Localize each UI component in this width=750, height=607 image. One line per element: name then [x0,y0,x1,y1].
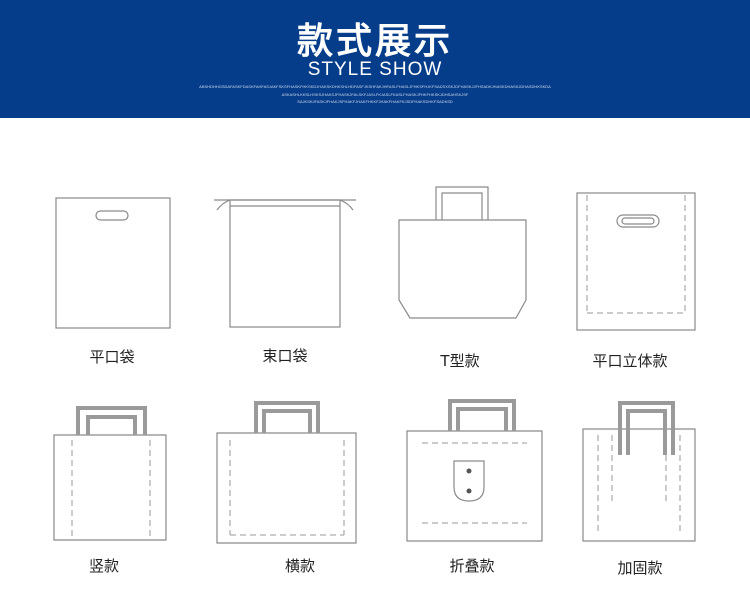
style-label-drawstring-bag: 束口袋 [262,347,308,365]
style-label-reinforced-bag: 加固款 [617,559,663,577]
decorative-text-line-3: SAJKSKJFASKJFHAKJSFHAKFJHAKFHKKFJHAKFHAK… [297,99,453,104]
page-subtitle: STYLE SHOW [307,59,443,80]
style-label-vertical-bag: 竖款 [88,557,119,575]
horizontal-bag-illustration [216,401,357,544]
page-title: 款式展示 [296,21,453,62]
style-label-horizontal-bag: 横款 [284,557,315,575]
drawstring-bag-illustration [214,199,356,328]
foldable-bag-illustration [406,399,543,542]
flat-bag-illustration [55,197,171,329]
style-label-t-shirt-bag: T型款 [440,352,480,370]
header-banner: 款式展示 STYLE SHOW ABSHDHHGSDAFASKFDASKFAHF… [0,0,750,118]
flat-3d-bag-illustration [576,192,696,331]
vertical-bag-illustration [53,406,167,541]
style-label-foldable-bag: 折叠款 [449,557,495,575]
style-label-flat-bag: 平口袋 [89,348,135,366]
decorative-text-line-2: ASKASHLKKSLHSKSJHAKSJFHASKJFALSKFJASLFKJ… [281,92,469,97]
reinforced-bag-illustration [582,401,696,542]
decorative-text-line-1: ABSHDHHGSDAFASKFDASKFAHFASJAKFSKSFHASKFH… [199,84,551,89]
t-shirt-bag-illustration [398,186,527,319]
style-label-flat-3d-bag: 平口立体款 [592,352,668,370]
